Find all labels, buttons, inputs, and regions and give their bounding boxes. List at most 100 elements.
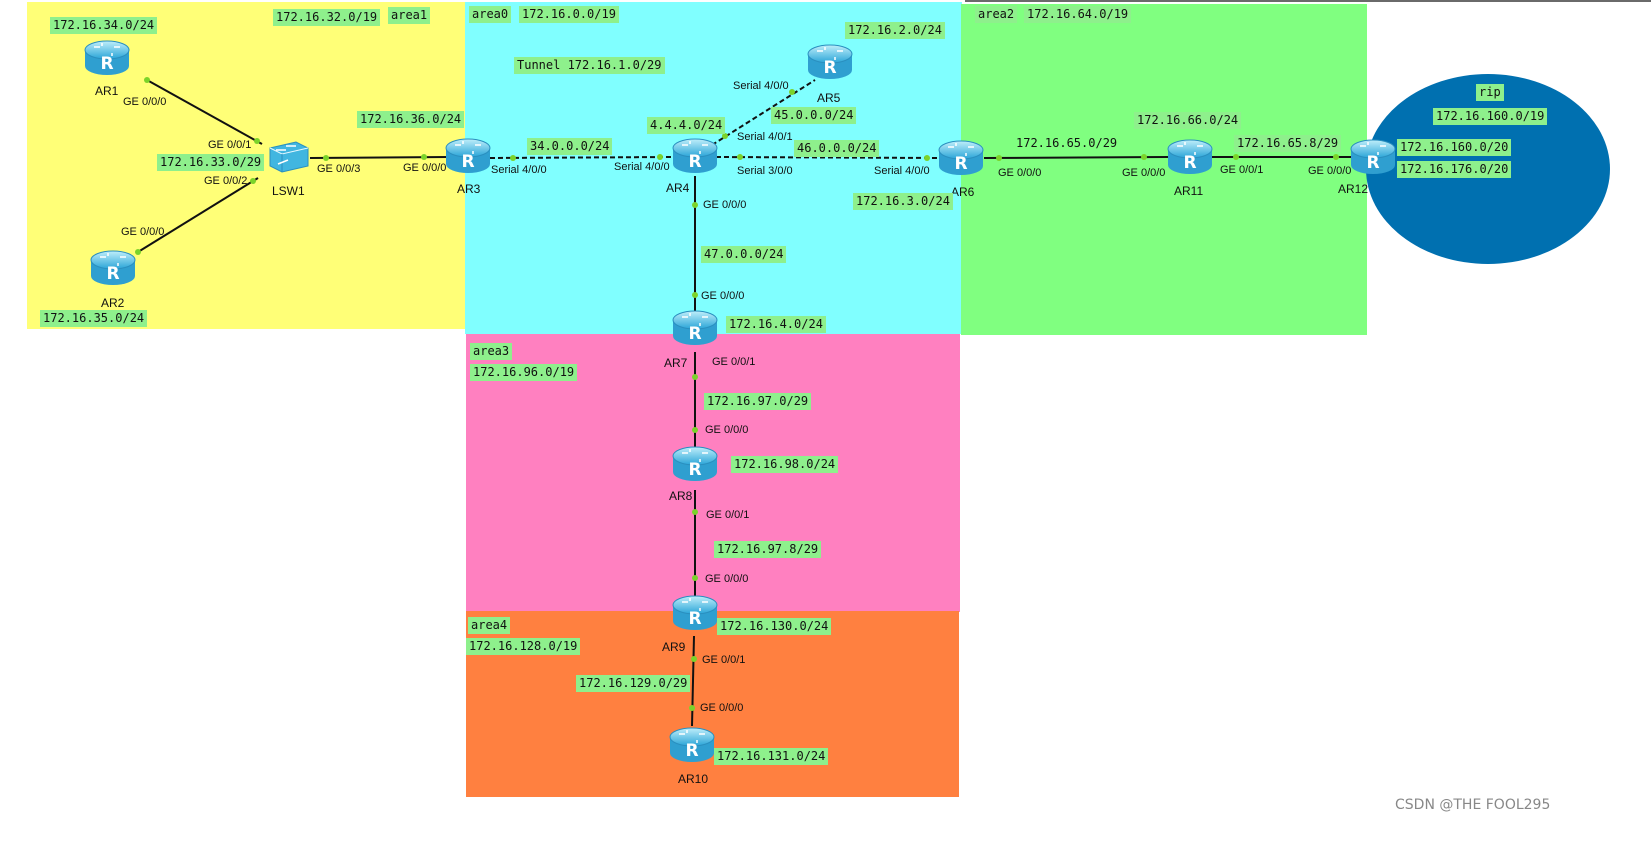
link-ar1-lsw1	[146, 79, 263, 145]
area3-name-label: area3	[470, 343, 513, 360]
net-label-ar5-lo: 172.16.2.0/24	[845, 22, 945, 39]
router-icon-ar1[interactable]	[82, 36, 132, 80]
router-icon-ar2[interactable]	[88, 246, 138, 290]
port-label-ar10-ge000: GE 0/0/0	[700, 702, 744, 714]
device-label-lsw1: LSW1	[272, 184, 305, 198]
router-icon-ar3[interactable]	[443, 134, 493, 178]
port-dot-ar3-ge	[421, 154, 427, 160]
port-dot-ar4-s400	[657, 154, 663, 160]
net-label-ar7-lo: 172.16.4.0/24	[726, 316, 826, 333]
link-ar4-ar6	[715, 156, 941, 159]
port-label-lsw1-ge003: GE 0/0/3	[317, 163, 361, 175]
port-dot-ar11-ge1	[1233, 154, 1239, 160]
net-label-lsw1-seg: 172.16.33.0/29	[157, 154, 265, 171]
net-label-ar2-lo: 172.16.35.0/24	[40, 310, 148, 327]
port-dot-ar8-ge1	[692, 509, 698, 515]
port-dot-ar4-s401	[722, 133, 728, 139]
net-label-ar4-ar7: 47.0.0.0/24	[701, 246, 787, 263]
net-label-ar9-lo: 172.16.130.0/24	[717, 618, 832, 635]
port-dot-lsw1-3	[323, 155, 329, 161]
port-dot-ar10	[689, 705, 695, 711]
port-dot-ar11-ge0	[1141, 154, 1147, 160]
port-label-ar6-ge000: GE 0/0/0	[998, 167, 1042, 179]
device-label-ar3: AR3	[457, 182, 481, 196]
port-label-ar4-s400: Serial 4/0/0	[614, 161, 670, 173]
port-dot-ar7-ge1	[692, 374, 698, 380]
area0-net-label: 172.16.0.0/19	[519, 6, 619, 23]
net-label-ar4-ar5: 45.0.0.0/24	[771, 107, 857, 124]
area2-zone	[961, 4, 1367, 335]
device-label-ar12: AR12	[1338, 182, 1369, 196]
port-dot-ar4-s300	[737, 154, 743, 160]
area3-net-label: 172.16.96.0/19	[470, 364, 578, 381]
port-label-ar6-s400: Serial 4/0/0	[874, 165, 930, 177]
net-label-ar6-ar11: 172.16.65.0/29	[1016, 136, 1118, 150]
device-label-ar10: AR10	[678, 772, 709, 786]
device-label-ar11: AR11	[1174, 184, 1204, 198]
router-icon-ar8[interactable]	[670, 442, 720, 486]
router-icon-ar5[interactable]	[805, 40, 855, 84]
link-ar3-ar4	[489, 156, 673, 159]
net-label-ar9-ar10: 172.16.129.0/29	[576, 675, 691, 692]
port-label-lsw1-ge002: GE 0/0/2	[204, 175, 248, 187]
port-label-lsw1-ge001: GE 0/0/1	[208, 139, 252, 151]
router-icon-ar4[interactable]	[670, 134, 720, 178]
router-icon-ar12[interactable]	[1348, 135, 1398, 179]
port-dot-ar4-ge	[692, 202, 698, 208]
net-label-ar11-ar12: 172.16.65.8/29	[1234, 135, 1342, 152]
port-dot-ar3-s	[510, 155, 516, 161]
port-label-ar4-ge000: GE 0/0/0	[703, 199, 747, 211]
net-label-ar8-ar9: 172.16.97.8/29	[714, 541, 822, 558]
router-icon-ar11[interactable]	[1165, 135, 1215, 179]
port-dot-lsw1-1	[254, 138, 260, 144]
device-label-ar1: AR1	[95, 84, 119, 98]
link-ar2-lsw1	[137, 177, 259, 253]
area1-name-label: area1	[388, 7, 431, 24]
device-label-ar4: AR4	[666, 181, 690, 195]
net-label-ar12-lo2: 172.16.176.0/20	[1397, 161, 1512, 178]
router-icon-ar10[interactable]	[667, 723, 717, 767]
net-label-ar10-lo: 172.16.131.0/24	[714, 748, 829, 765]
router-icon-ar9[interactable]	[670, 591, 720, 635]
switch-icon-lsw1[interactable]	[266, 138, 312, 176]
device-label-ar5: AR5	[817, 91, 841, 105]
router-icon-ar7[interactable]	[670, 306, 720, 350]
link-ar6-ar11	[983, 156, 1169, 159]
area2-name-label: area2	[975, 6, 1018, 23]
net-label-ar3-lo: 172.16.36.0/24	[357, 111, 465, 128]
link-ar9-ar10	[691, 635, 695, 727]
port-label-ar7-ge001: GE 0/0/1	[712, 356, 756, 368]
port-label-ar5-s400: Serial 4/0/0	[733, 80, 789, 92]
port-label-ar2-ge000: GE 0/0/0	[121, 226, 165, 238]
area1-net-label: 172.16.32.0/19	[273, 9, 381, 26]
net-label-tunnel: Tunnel 172.16.1.0/29	[514, 57, 665, 74]
net-label-ar4-lo: 4.4.4.0/24	[647, 117, 726, 134]
rip-name-label: rip	[1476, 84, 1504, 101]
port-dot-ar1	[144, 77, 150, 83]
area0-name-label: area0	[469, 6, 512, 23]
area4-name-label: area4	[468, 617, 511, 634]
net-label-ar4-ar6: 46.0.0.0/24	[794, 140, 880, 157]
port-label-ar3-ge000: GE 0/0/0	[403, 162, 447, 174]
port-dot-ar6-ge	[996, 155, 1002, 161]
router-icon-ar6[interactable]	[936, 136, 986, 180]
port-dot-ar12	[1333, 154, 1339, 160]
port-label-ar3-s400: Serial 4/0/0	[491, 164, 547, 176]
port-label-ar4-s300: Serial 3/0/0	[737, 165, 793, 177]
port-label-ar8-ge001: GE 0/0/1	[706, 509, 750, 521]
net-label-ar7-ar8: 172.16.97.0/29	[704, 393, 812, 410]
port-dot-ar7-ge0	[692, 292, 698, 298]
port-label-ar8-ge000: GE 0/0/0	[705, 424, 749, 436]
port-label-ar9-ge001: GE 0/0/1	[702, 654, 746, 666]
area2-net-label: 172.16.64.0/19	[1024, 6, 1132, 23]
port-dot-ar8-ge0	[692, 427, 698, 433]
port-dot-ar5	[789, 89, 795, 95]
net-label-ar1-lo: 172.16.34.0/24	[50, 17, 158, 34]
port-label-ar4-s401: Serial 4/0/1	[737, 131, 793, 143]
net-label-ar3-ar4: 34.0.0.0/24	[527, 138, 613, 155]
net-label-ar8-lo: 172.16.98.0/24	[731, 456, 839, 473]
port-dot-ar9-ge0	[692, 575, 698, 581]
port-dot-ar9-ge1	[691, 656, 697, 662]
port-dot-ar6-s	[924, 155, 930, 161]
